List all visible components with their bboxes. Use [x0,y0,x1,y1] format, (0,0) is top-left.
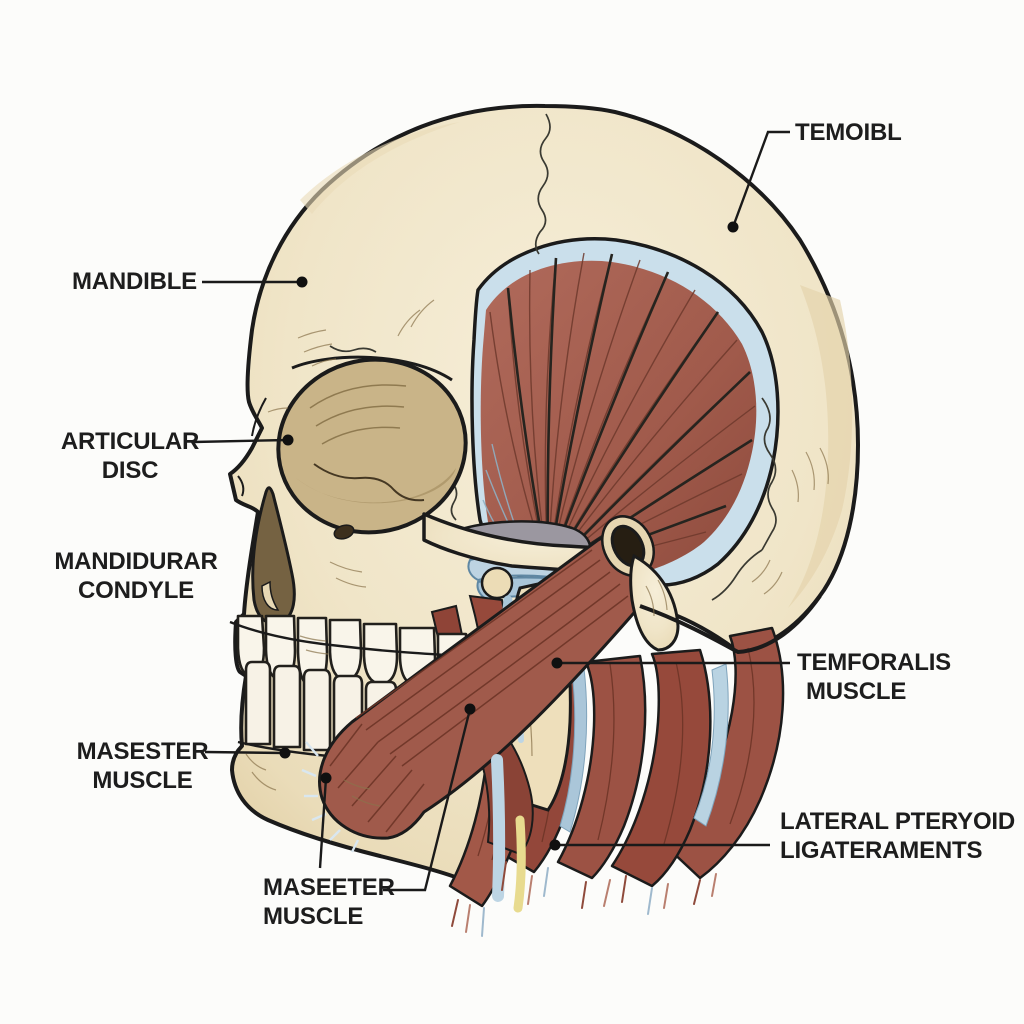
cervical-nerve [513,815,526,913]
label-masseter-bottom-line2: MUSCLE [263,903,364,930]
label-temporal-bone: TEMOIBL [795,118,902,147]
dot-mandible [296,276,308,288]
label-masseter-side-line2: MUSCLE [92,767,193,794]
bone-hatching [245,299,829,807]
label-lateral-pterygoid-line2: LIGATERAMENTS [780,837,983,864]
dot-lateral-pterygoid [549,839,561,851]
leader-masseter-bottom-diagonal [383,708,472,892]
label-masseter-side-line1: MASESTER [76,738,209,765]
label-mandibular-condyle: MANDIDURAR CONDYLE [36,547,236,605]
label-articular-disc: ARTICULAR DISC [30,427,230,485]
mastoid-process [629,553,680,652]
occiput-shading [788,285,853,608]
dot-articular-disc [282,434,294,446]
label-lateral-pterygoid-line1: LATERAL PTERYOID [780,808,1016,835]
label-lateral-pterygoid-ligaments: LATERAL PTERYOID LIGATERAMENTS [780,807,1015,865]
leader-temporal-bone [731,130,790,228]
label-mandibular-condyle-line2: CONDYLE [78,577,194,604]
dot-temporalis-muscle [551,657,563,669]
suture-lines [329,113,777,601]
infraorbital-foramen [333,524,355,540]
leader-articular-disc [192,438,289,444]
dot-masseter-side [279,747,291,759]
leader-dots [279,221,739,851]
dot-masseter-bottom-b [464,703,476,715]
leader-masseter-side [204,750,286,755]
nasal-aperture [237,397,296,626]
dot-temporal-bone [727,221,739,233]
label-masseter-muscle-bottom: MASEETER MUSCLE [263,873,395,931]
forehead-shading [300,122,460,214]
upper-gum-line [229,620,465,658]
label-mandible: MANDIBLE [0,267,197,296]
label-mandible-line1: MANDIBLE [71,268,197,295]
eye-socket [276,355,468,535]
label-temporal-bone-line1: TEMOIBL [795,119,902,146]
mandibular-condyle-shape [480,566,514,600]
label-mandibular-condyle-line1: MANDIDURAR [54,548,218,575]
cervical-tendon [491,754,506,902]
label-masseter-muscle-side: MASESTER MUSCLE [50,737,235,795]
label-articular-disc-line2: DISC [101,457,159,484]
label-temporalis-muscle-line1: TEMFORALIS [797,649,951,676]
label-articular-disc-line1: ARTICULAR [60,428,200,455]
leader-masseter-bottom-vertical [318,777,328,869]
label-temporalis-muscle-line2: MUSCLE [806,678,907,705]
muscle-fray-strokes [451,861,717,937]
label-temporalis-muscle: TEMFORALIS MUSCLE [797,648,951,706]
leader-lines [192,130,790,892]
dot-masseter-bottom-a [320,772,332,784]
skull-base-outline [639,594,822,655]
masseter-insertion-fringe [301,741,360,853]
label-masseter-bottom-line1: MASEETER [263,874,395,901]
masseter-striations [329,549,629,833]
